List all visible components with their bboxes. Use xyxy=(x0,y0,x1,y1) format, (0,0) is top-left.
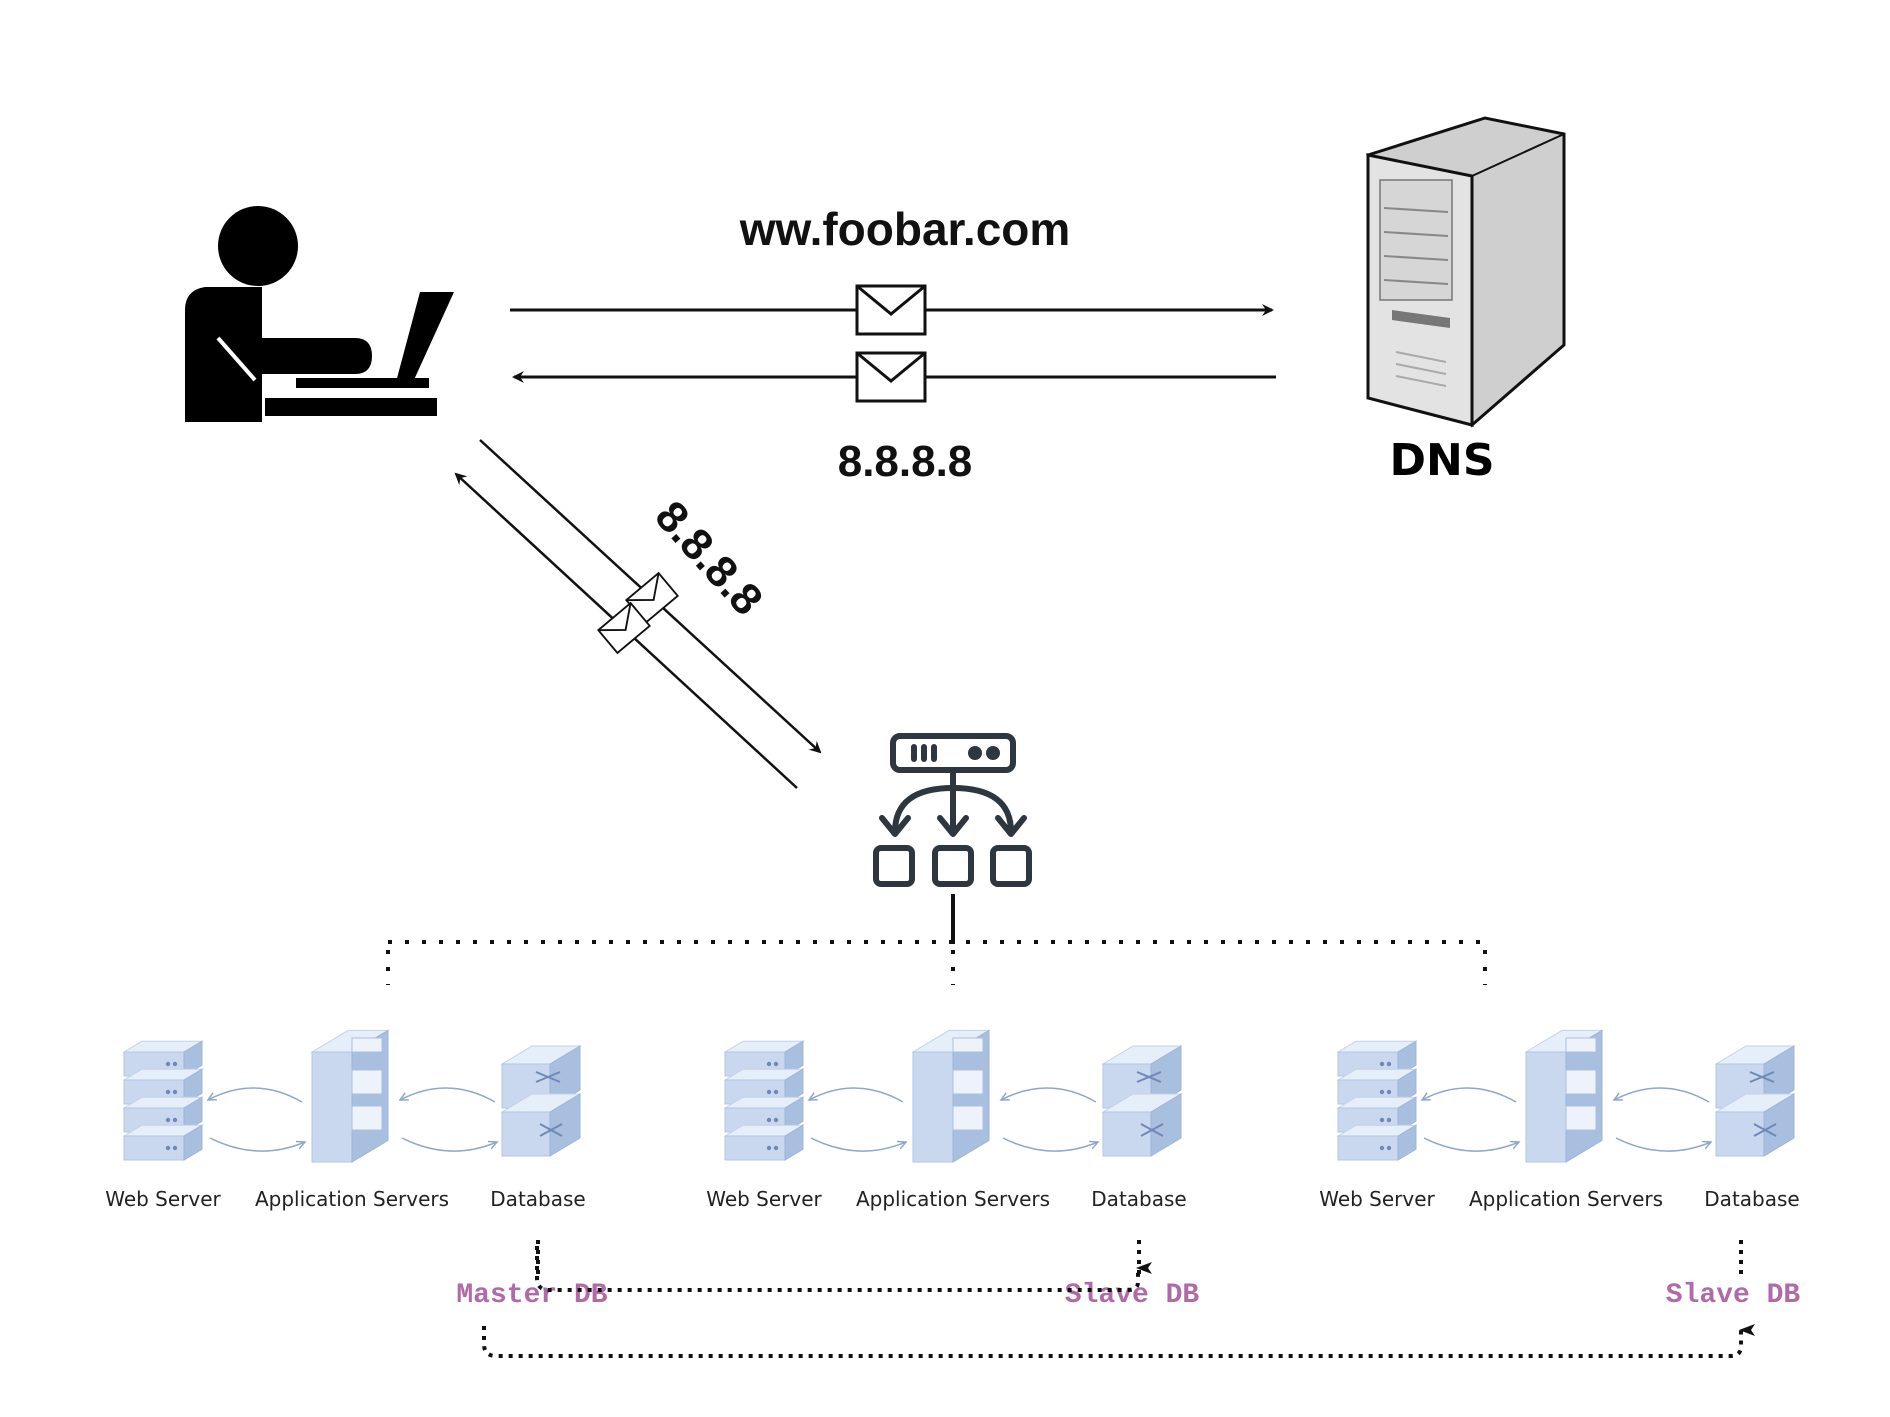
database-label: Database xyxy=(1704,1187,1799,1211)
web-app-connector xyxy=(208,1087,303,1103)
server-clusters: Web Server Application Servers DatabaseMas… xyxy=(105,1029,1801,1311)
database-icon xyxy=(1714,1045,1796,1157)
web-app-connector xyxy=(1422,1087,1517,1103)
request-arrow xyxy=(510,284,1274,336)
web-server-label: Web Server xyxy=(105,1187,221,1211)
database-label: Database xyxy=(490,1187,585,1211)
server-cluster: Web Server Application Servers DatabaseSla… xyxy=(1319,1029,1801,1311)
web-app-connector xyxy=(810,1137,906,1152)
request-envelope-icon xyxy=(855,284,927,336)
request-url-label: ww.foobar.com xyxy=(739,203,1071,255)
web-app-connector xyxy=(809,1087,904,1103)
dns-label: DNS xyxy=(1389,435,1494,486)
database-label: Database xyxy=(1091,1187,1186,1211)
app-db-connector xyxy=(1614,1087,1710,1103)
app-db-connector xyxy=(1002,1137,1098,1152)
load-balancer-icon xyxy=(873,733,1032,887)
application-servers-label: Application Servers xyxy=(1469,1187,1663,1211)
database-icon xyxy=(1101,1045,1183,1157)
response-envelope-icon xyxy=(855,351,927,403)
application-server-icon xyxy=(911,1029,991,1163)
distribution-lines xyxy=(386,894,1487,985)
response-arrow xyxy=(512,351,1276,403)
web-server-label: Web Server xyxy=(706,1187,822,1211)
application-server-icon xyxy=(1524,1029,1604,1163)
application-server-icon xyxy=(310,1029,390,1163)
web-server-icon xyxy=(723,1040,805,1161)
replication-lines xyxy=(482,1246,1755,1358)
app-db-connector xyxy=(1001,1087,1097,1103)
web-app-connector xyxy=(209,1137,305,1152)
db-role-label: Slave DB xyxy=(1065,1280,1200,1311)
master-to-slave1-replication xyxy=(535,1246,1152,1292)
server-cluster: Web Server Application Servers DatabaseMas… xyxy=(105,1029,608,1311)
app-db-connector xyxy=(401,1137,497,1152)
web-app-connector xyxy=(1423,1137,1519,1152)
db-role-label: Master DB xyxy=(456,1280,607,1311)
diagonal-request-arrow xyxy=(479,439,822,754)
master-to-slave2-replication xyxy=(482,1324,1755,1358)
application-servers-label: Application Servers xyxy=(856,1187,1050,1211)
web-server-icon xyxy=(122,1040,204,1161)
app-db-connector xyxy=(1615,1137,1711,1152)
db-role-label: Slave DB xyxy=(1666,1280,1801,1311)
web-server-icon xyxy=(1336,1040,1418,1161)
database-icon xyxy=(500,1045,582,1157)
server-cluster: Web Server Application Servers DatabaseSla… xyxy=(706,1029,1200,1311)
user-at-laptop-icon xyxy=(185,206,454,422)
response-ip-label: 8.8.8.8 xyxy=(838,437,973,486)
application-servers-label: Application Servers xyxy=(255,1187,449,1211)
web-server-label: Web Server xyxy=(1319,1187,1435,1211)
diagonal-response-arrow xyxy=(454,472,798,789)
app-db-connector xyxy=(400,1087,496,1103)
dns-server-tower-icon xyxy=(1366,116,1566,428)
